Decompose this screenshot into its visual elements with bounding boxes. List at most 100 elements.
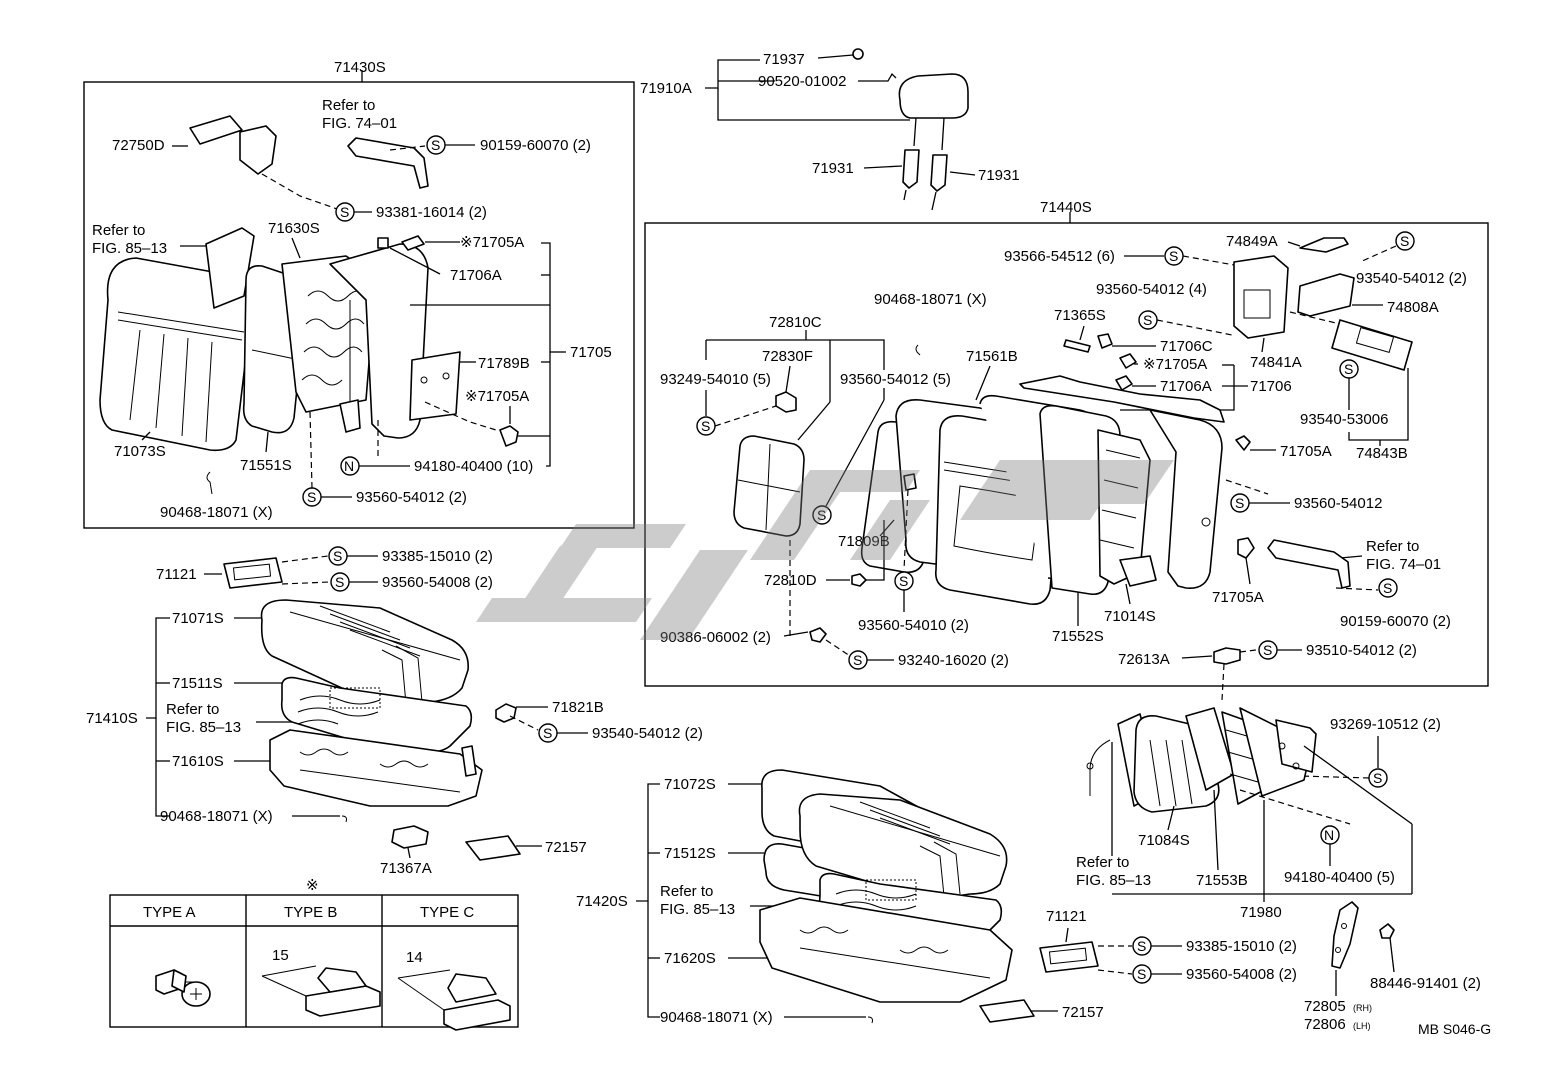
s-symbol: S	[1137, 966, 1146, 982]
cushion-frame-71620S	[759, 897, 1013, 1003]
label-74849A: 74849A	[1226, 233, 1278, 250]
label-71705A-5: 71705A	[1212, 589, 1264, 606]
label-90468-18071-a: 90468-18071 (X)	[160, 504, 273, 521]
label-93560-54012-4: 93560-54012 (4)	[1096, 281, 1207, 298]
clip-71705A-4	[1235, 435, 1251, 451]
label-93560-54012: 93560-54012	[1294, 495, 1382, 512]
type-table-marker: ※	[306, 877, 319, 894]
label-93560-54008-a: 93560-54008 (2)	[382, 574, 493, 591]
group-box-71440S	[644, 222, 1489, 687]
n-symbol: N	[344, 458, 354, 474]
group-label-71420S: 71420S	[576, 893, 628, 910]
trim-71121-b	[1039, 941, 1099, 973]
type-c-clip	[443, 999, 511, 1031]
label-71789B: 71789B	[478, 355, 530, 372]
n-symbol: N	[1324, 827, 1334, 843]
label-93385-15010-b: 93385-15010 (2)	[1186, 938, 1297, 955]
rear-seatback-group: 93566-54512 (6) S 74849A S 93540-54012 (…	[660, 231, 1467, 670]
label-fig7401-d: FIG. 74–01	[1366, 556, 1441, 573]
clip-71706A	[377, 237, 389, 249]
bracket-71789B	[409, 351, 461, 421]
clip-71706C	[1097, 333, 1113, 349]
label-71705A-4: 71705A	[1280, 443, 1332, 460]
label-71610S: 71610S	[172, 753, 224, 770]
seatback-spring-frame	[281, 255, 377, 413]
s-symbol: S	[1400, 233, 1409, 249]
label-refer-fig8513: Refer to	[92, 222, 145, 239]
label-90468-18071-b: 90468-18071 (X)	[874, 291, 987, 308]
label-71014S: 71014S	[1104, 608, 1156, 625]
label-71706: 71706	[1250, 378, 1292, 395]
pad-72157-b	[979, 999, 1035, 1023]
s-symbol: S	[1143, 312, 1152, 328]
trim-71121-a	[223, 557, 283, 589]
label-refer-fig8513-e: Refer to	[660, 883, 713, 900]
seatback-handle-bar-2	[1267, 539, 1351, 589]
headrest-group: 71910A 71937 90520-01002 71931 71931	[640, 48, 1020, 211]
label-refer-fig8513-c: Refer to	[166, 701, 219, 718]
label-71073S: 71073S	[114, 443, 166, 460]
label-71551S: 71551S	[240, 457, 292, 474]
label-71630S: 71630S	[268, 220, 320, 237]
label-71367A: 71367A	[380, 860, 432, 877]
type-b-dimension: 15	[272, 947, 289, 964]
latch-base-74841A	[1233, 255, 1289, 339]
label-90159-60070-b: 90159-60070 (2)	[1340, 613, 1451, 630]
label-72806-lh: (LH)	[1353, 1021, 1371, 1031]
headrest	[898, 73, 969, 119]
label-71365S: 71365S	[1054, 307, 1106, 324]
label-72805-rh: (RH)	[1353, 1003, 1372, 1013]
s-symbol: S	[1383, 580, 1392, 596]
group-label-71410S: 71410S	[86, 710, 138, 727]
label-refer-fig7401-c: Refer to	[1366, 538, 1419, 555]
type-b-header: TYPE B	[284, 904, 337, 921]
s-symbol: S	[1235, 495, 1244, 511]
group-label-71440S: 71440S	[1040, 199, 1092, 216]
label-71705A-3: ※71705A	[1143, 356, 1207, 373]
label-94180-40400-5: 94180-40400 (5)	[1284, 869, 1395, 886]
label-fig8513-f: FIG. 85–13	[660, 901, 735, 918]
label-71071S: 71071S	[172, 610, 224, 627]
label-71705A-1: ※71705A	[460, 234, 524, 251]
label-74843B: 74843B	[1356, 445, 1408, 462]
s-symbol: S	[543, 725, 552, 741]
label-71931-left: 71931	[812, 160, 854, 177]
s-symbol: S	[817, 507, 826, 523]
plate-74843B	[1331, 319, 1413, 371]
label-fig8513: FIG. 85–13	[92, 240, 167, 257]
label-71121-a: 71121	[156, 566, 197, 583]
clip-71809B	[903, 473, 917, 491]
folding-seat-group: 93269-10512 (2) S 71084S Refer to FIG. 8…	[1039, 663, 1491, 1037]
label-71931-right: 71931	[978, 167, 1020, 184]
s-symbol: S	[431, 137, 440, 153]
label-71980: 71980	[1240, 904, 1282, 921]
label-93540-54012-2a: 93540-54012 (2)	[1356, 270, 1467, 287]
label-90386-06002: 90386-06002 (2)	[660, 629, 771, 646]
seatback-frame-top	[1019, 375, 1225, 423]
s-symbol: S	[1344, 361, 1353, 377]
label-74808A: 74808A	[1387, 299, 1439, 316]
label-71084S: 71084S	[1138, 832, 1190, 849]
headrest-cap	[852, 48, 864, 60]
label-90468-18071-c: 90468-18071 (X)	[160, 808, 273, 825]
hinge-72805	[1331, 901, 1359, 969]
clip-71706A-2	[1115, 375, 1133, 391]
clip-71821B	[495, 703, 517, 723]
label-fig8513-d: FIG. 85–13	[166, 719, 241, 736]
seatback-left-group: 72750D Refer to FIG. 74–01 S 90159-60070…	[92, 97, 612, 521]
s-symbol: S	[335, 574, 344, 590]
cushion-pad-71511S	[280, 676, 473, 754]
s-symbol: S	[307, 489, 316, 505]
s-symbol: S	[899, 573, 908, 589]
label-93560-54008-b: 93560-54008 (2)	[1186, 966, 1297, 983]
label-72830F: 72830F	[762, 348, 813, 365]
armrest-72750D	[189, 115, 243, 145]
label-71072S: 71072S	[664, 776, 716, 793]
label-72157-a: 72157	[545, 839, 587, 856]
label-90159-60070: 90159-60070 (2)	[480, 137, 591, 154]
label-71809B: 71809B	[838, 533, 890, 550]
clip-71705A-top	[401, 235, 425, 251]
label-93510-54012: 93510-54012 (2)	[1306, 642, 1417, 659]
cushion-cover-front	[798, 793, 1008, 901]
